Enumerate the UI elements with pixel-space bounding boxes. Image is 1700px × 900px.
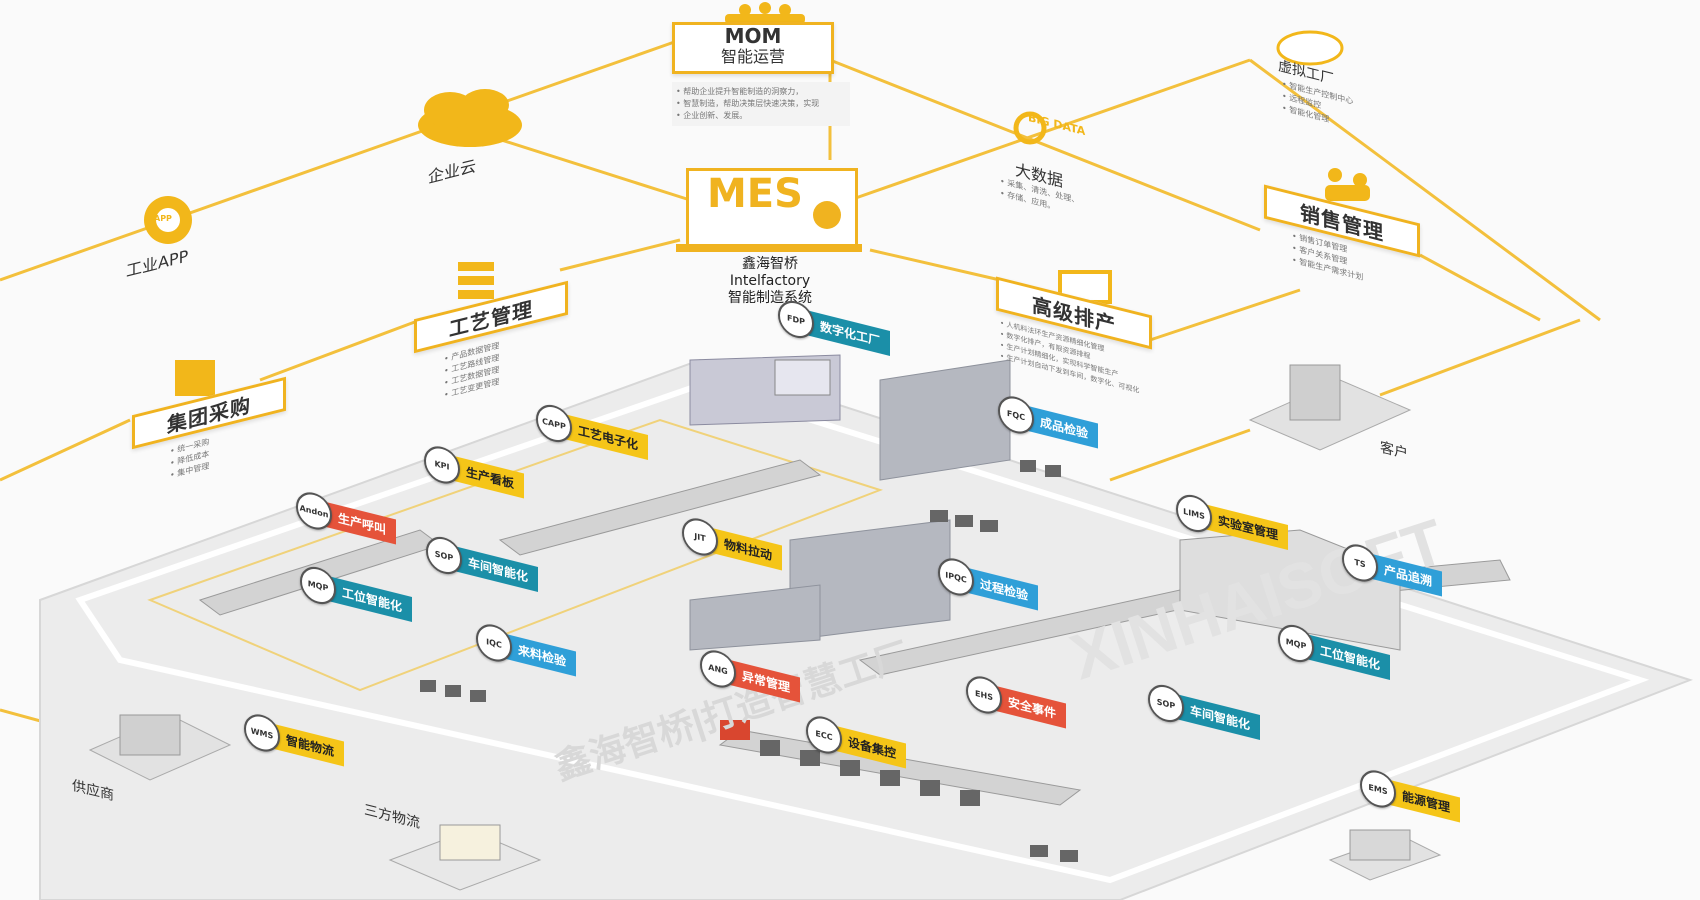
mes-name-sys: 智能制造系统	[728, 290, 812, 306]
mes-name-cn: 鑫海智桥	[742, 256, 798, 272]
building-supplier	[88, 714, 232, 781]
mes-monitor[interactable]: MES	[686, 168, 858, 248]
control-screen	[774, 359, 831, 396]
mom-title: MOM	[724, 24, 782, 48]
mes-monitor-base	[676, 244, 862, 252]
gear-icon	[144, 196, 192, 244]
mom-box[interactable]: MOM 智能运营	[672, 22, 834, 74]
mom-subtitle: 智能运营	[720, 47, 785, 66]
mom-desc-line: 智慧制造，帮助决策层快速决策，实现	[676, 98, 846, 110]
cloud-icon	[418, 89, 522, 147]
machines	[420, 460, 1078, 862]
purchase-building-icon	[175, 360, 215, 396]
aps-icon	[1058, 270, 1112, 304]
mom-description: 帮助企业提升智能制造的洞察力， 智慧制造，帮助决策层快速决策，实现 企业创新、发…	[672, 82, 850, 126]
building-customer	[1248, 364, 1412, 451]
mes-name-en: Intelfactory	[729, 273, 811, 289]
app-badge: APP	[154, 214, 172, 223]
mom-desc-line: 企业创新、发展。	[676, 110, 846, 122]
robot	[720, 720, 750, 740]
people-icon	[725, 2, 805, 24]
virtual-cloud-icon	[1276, 30, 1344, 66]
building-energy	[1328, 829, 1442, 881]
bigdata-gear-icon	[1013, 111, 1047, 145]
mes-logo: MES	[707, 171, 803, 217]
mes-caption: 鑫海智桥 Intelfactory 智能制造系统	[690, 256, 850, 307]
mes-chart-icon	[813, 201, 841, 229]
mom-desc-line: 帮助企业提升智能制造的洞察力，	[676, 86, 846, 98]
handshake-icon	[1325, 168, 1370, 201]
warehouse-racks	[689, 359, 1011, 651]
process-icon	[458, 262, 494, 299]
building-logistics	[388, 824, 542, 891]
